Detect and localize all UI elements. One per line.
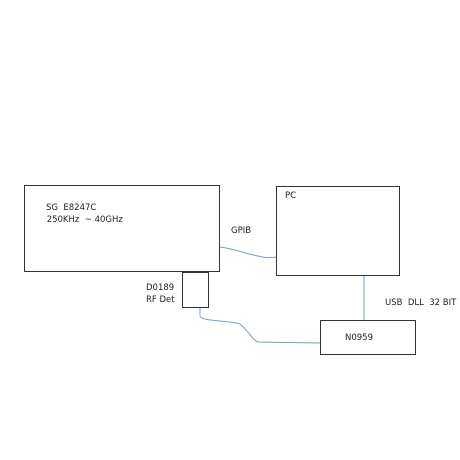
signal-generator-box [24,185,220,272]
pc-box [276,186,400,276]
pc-label: PC [285,191,297,201]
rf-detector-model: D0189 [146,283,175,293]
signal-generator-range: 250KHz ~ 40GHz [44,215,123,225]
signal-generator-model: SG E8247C [46,203,97,213]
rf-det-wire [199,307,321,344]
usb-label: USB DLL 32 BIT [385,298,457,308]
n0959-label: N0959 [345,333,373,343]
gpib-wire [219,246,277,259]
n0959-box [320,320,416,355]
rf-detector-type: RF Det [146,295,175,305]
gpib-label: GPIB [231,226,252,236]
rf-detector-box [182,272,209,308]
